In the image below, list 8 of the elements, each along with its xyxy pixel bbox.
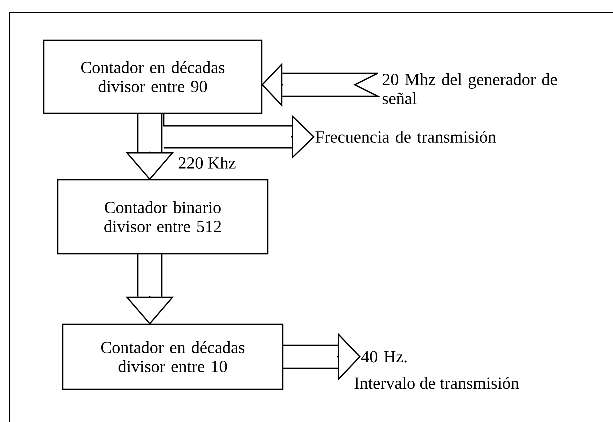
counter-box: Contador en décadas divisor entre 90 xyxy=(43,40,263,114)
output-label: Frecuencia de transmisión xyxy=(316,131,496,143)
counter-box: Contador en décadas divisor entre 10 xyxy=(62,324,284,390)
input-label: 20 Mhz del generador de señal xyxy=(382,74,558,104)
output-label: 40 Hz. xyxy=(362,351,407,363)
edge-label: 220 Khz xyxy=(177,156,238,170)
caption-text: Intervalo de transmisión xyxy=(354,377,520,390)
counter-box: Contador binario divisor entre 512 xyxy=(57,179,269,255)
